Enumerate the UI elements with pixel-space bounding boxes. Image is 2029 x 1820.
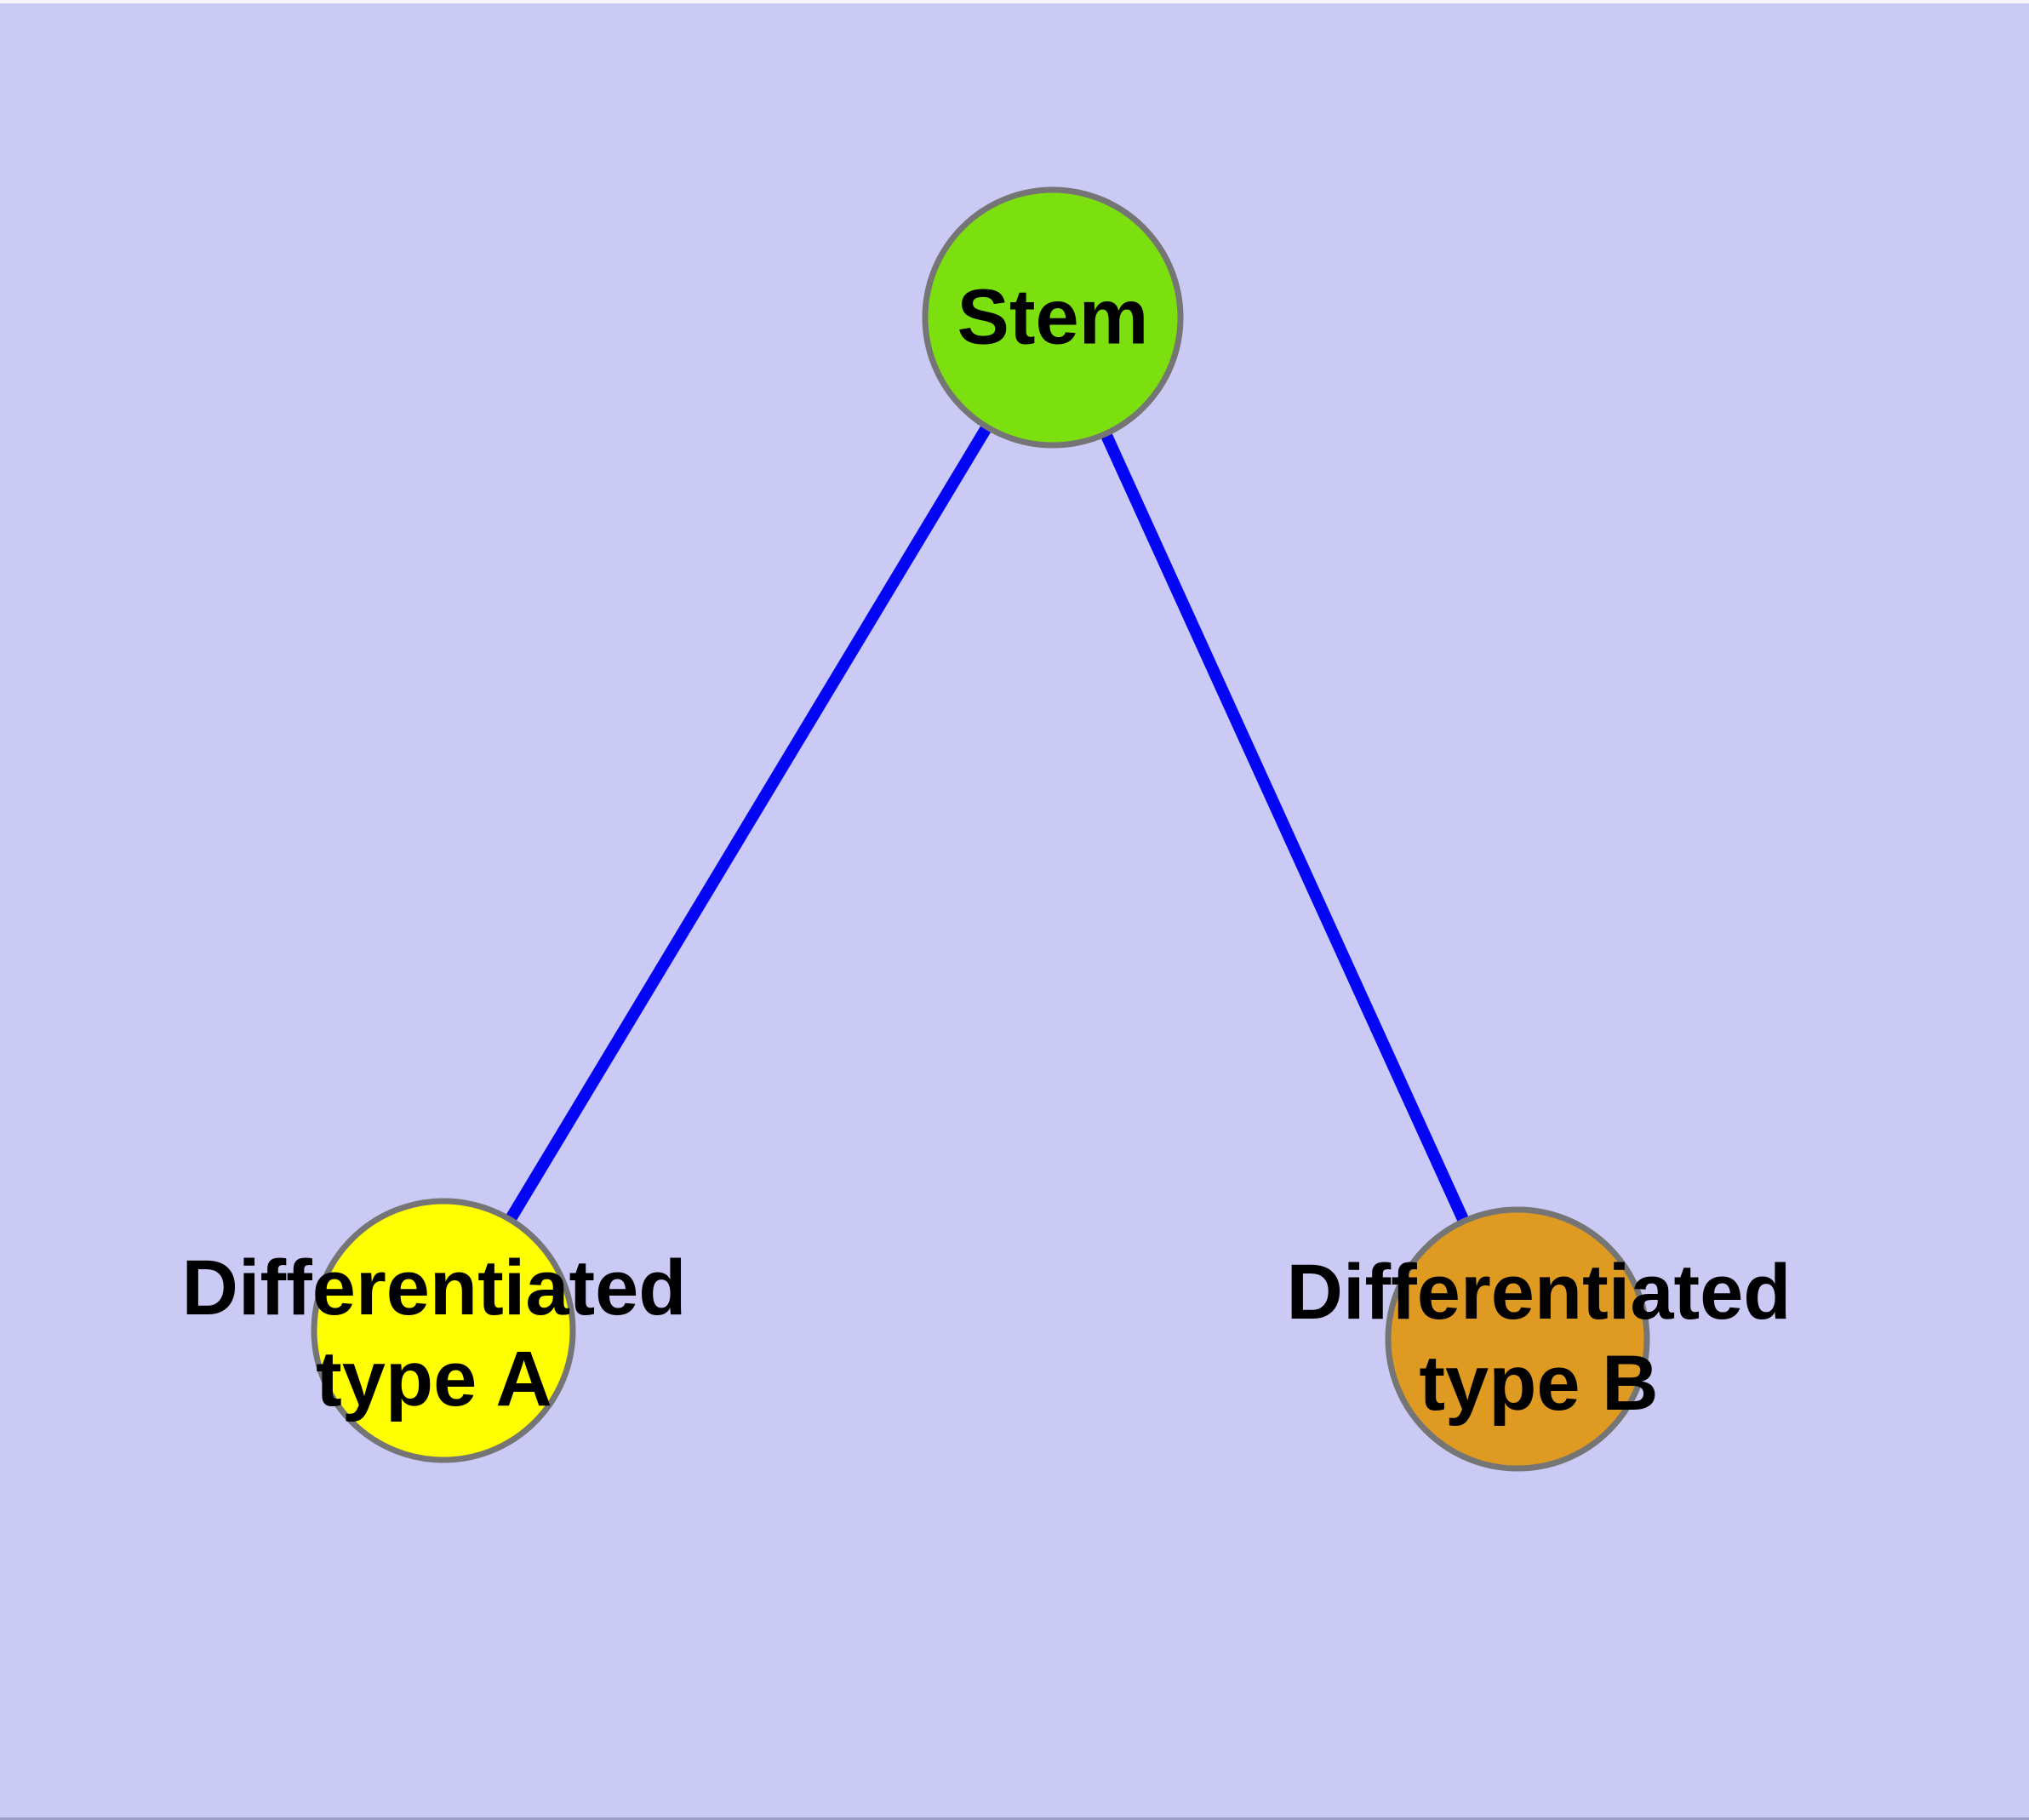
edge-stem-to-typeA [438,314,1058,1334]
typeB-node-label-line1: Differentiated [1286,1249,1792,1336]
top-edge-hairline [0,0,2029,3]
edge-stem-to-typeB [1047,315,1523,1342]
stem-node-circle [922,186,1184,449]
bottom-edge-hairline [0,1817,2029,1820]
typeA-node-label-line2: type A [316,1336,552,1422]
stem-node [922,186,1184,449]
typeA-node-label-line1: Differentiated [181,1245,687,1331]
typeB-node-circle [1385,1206,1650,1472]
stem-node-label: Stem [957,272,1149,363]
typeB-node [1385,1206,1650,1472]
typeA-node [311,1198,576,1463]
typeA-node-circle [311,1198,576,1463]
typeB-node-label-line2: type B [1419,1340,1659,1427]
typeA-node-label: Differentiated type A [182,1243,687,1425]
typeB-node-label: Differentiated type B [1287,1247,1792,1429]
stem-node-label-text: Stem [957,273,1149,361]
